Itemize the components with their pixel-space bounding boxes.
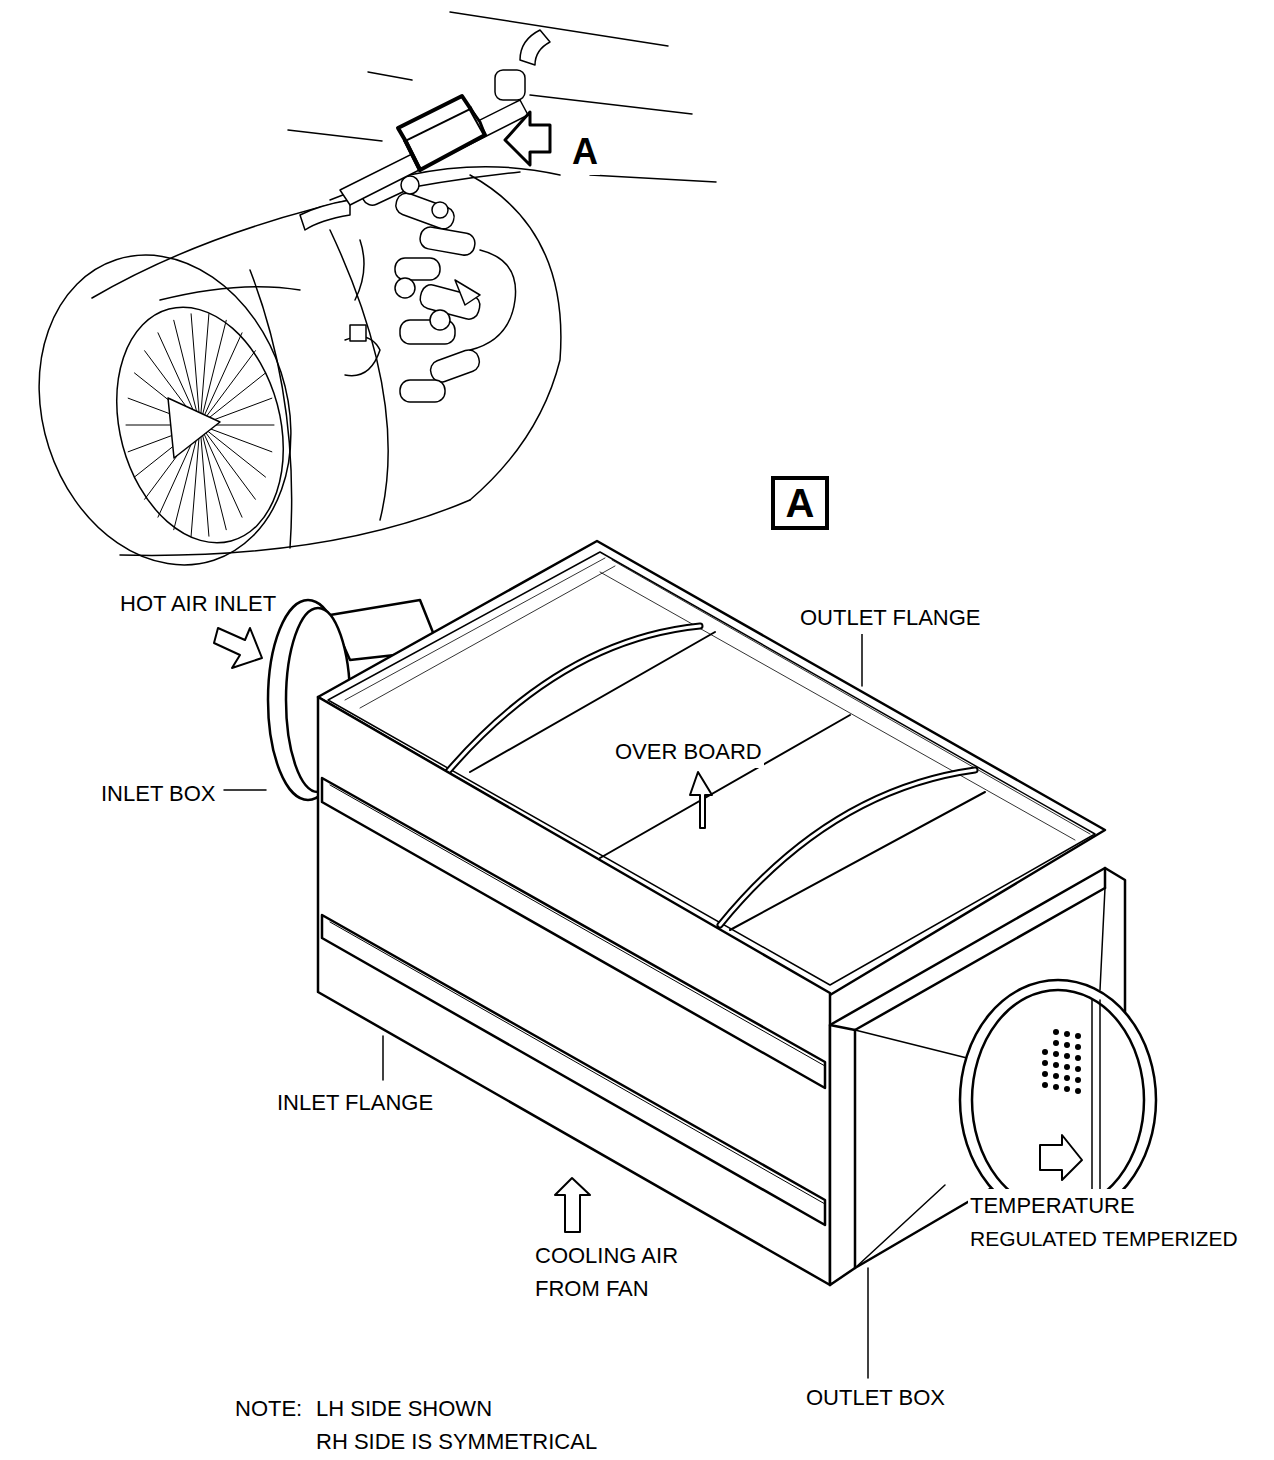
engine-nacelle (0, 167, 561, 598)
overboard-arrow (690, 772, 712, 828)
bleed-duct (340, 30, 550, 205)
view-arrow (505, 112, 550, 165)
hot-air-arrow (214, 628, 262, 668)
part-label: OUTLET FLANGE (798, 601, 983, 634)
part-label: TEMPERATURE (968, 1189, 1137, 1222)
part-label: HOT AIR INLET (118, 587, 278, 620)
view-box: A (771, 476, 829, 530)
outlet-perforation (1042, 1029, 1081, 1094)
part-label: COOLING AIR FROM FAN (533, 1239, 702, 1305)
spinner (168, 398, 220, 458)
view-letter: A (570, 128, 600, 175)
part-label: INLET BOX (99, 777, 218, 810)
engine-plumbing (300, 166, 516, 402)
flow-arrows (214, 628, 1082, 1232)
wing-lines (288, 12, 716, 182)
part-label: LH SIDE SHOWN (314, 1392, 494, 1425)
part-label: NOTE: (233, 1392, 304, 1425)
outlet-air-arrow (1040, 1135, 1082, 1180)
view-letter: A (786, 481, 815, 525)
part-label: REGULATED TEMPERIZED (968, 1223, 1240, 1255)
leader-lines (224, 630, 868, 1378)
fan-blades (126, 314, 274, 536)
part-label: OUTLET BOX (804, 1381, 947, 1414)
inlet-box-face (318, 697, 830, 1285)
part-label: RH SIDE IS SYMMETRICAL (314, 1425, 599, 1458)
part-label: OVER BOARD (613, 735, 764, 768)
cooling-air-arrow (555, 1178, 590, 1232)
part-label: INLET FLANGE (275, 1086, 435, 1119)
